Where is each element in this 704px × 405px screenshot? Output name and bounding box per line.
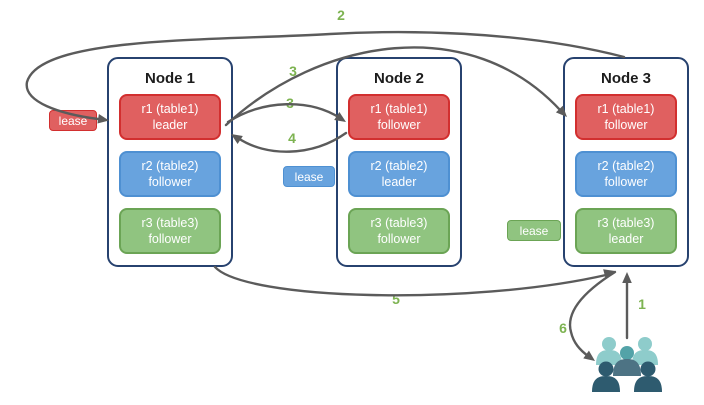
replica-role: follower: [377, 118, 421, 132]
node3-title: Node 3: [600, 70, 651, 87]
users-icon: [592, 337, 662, 392]
node3-r1-follower: r1 (table1) follower: [575, 94, 677, 140]
replica-name: r1 (table1): [597, 102, 655, 116]
step-label-5: 5: [392, 291, 400, 307]
step-label-6: 6: [559, 320, 567, 336]
replica-name: r2 (table2): [370, 159, 428, 173]
replica-role: follower: [604, 175, 648, 189]
replica-role: follower: [377, 232, 421, 246]
node1-r3-follower: r3 (table3) follower: [119, 208, 221, 254]
node1-title: Node 1: [144, 70, 195, 87]
node3-r2-follower: r2 (table2) follower: [575, 151, 677, 197]
person-icon: [634, 361, 662, 392]
node1-box: Node 1 r1 (table1) leader r2 (table2) fo…: [107, 57, 233, 267]
node2-title: Node 2: [373, 70, 424, 87]
arrow-step-6: [568, 270, 617, 358]
step-label-1: 1: [638, 296, 646, 312]
replica-name: r3 (table3): [597, 216, 655, 230]
node3-r3-leader: r3 (table3) leader: [575, 208, 677, 254]
person-icon: [596, 337, 622, 365]
node2-r1-follower: r1 (table1) follower: [348, 94, 450, 140]
arrowhead-step-1: [622, 272, 632, 283]
node2-r2-leader: r2 (table2) leader: [348, 151, 450, 197]
step-label-4: 4: [288, 130, 296, 146]
step-label-2: 2: [337, 7, 345, 23]
replica-name: r1 (table1): [141, 102, 199, 116]
arrowhead-step-6: [583, 350, 595, 361]
replica-name: r3 (table3): [370, 216, 428, 230]
step-label-3b: 3: [286, 95, 294, 111]
replica-role: follower: [604, 118, 648, 132]
lease-tag-red: lease: [49, 110, 97, 131]
replica-role: follower: [148, 175, 192, 189]
replica-name: r3 (table3): [141, 216, 199, 230]
replica-name: r1 (table1): [370, 102, 428, 116]
person-icon: [613, 346, 641, 376]
replica-role: leader: [381, 175, 417, 189]
replica-name: r2 (table2): [141, 159, 199, 173]
node2-box: Node 2 r1 (table1) follower r2 (table2) …: [336, 57, 462, 267]
lease-tag-blue: lease: [283, 166, 335, 187]
person-icon: [632, 337, 658, 365]
step-label-3a: 3: [289, 63, 297, 79]
replica-name: r2 (table2): [597, 159, 655, 173]
replica-role: follower: [148, 232, 192, 246]
node1-r1-leader: r1 (table1) leader: [119, 94, 221, 140]
node2-r3-follower: r3 (table3) follower: [348, 208, 450, 254]
replica-role: leader: [608, 232, 644, 246]
lease-tag-green: lease: [507, 220, 561, 241]
node3-box: Node 3 r1 (table1) follower r2 (table2) …: [563, 57, 689, 267]
arrowhead-step-5: [603, 269, 615, 279]
person-icon: [592, 361, 620, 392]
node1-r2-follower: r2 (table2) follower: [119, 151, 221, 197]
replica-role: leader: [152, 118, 188, 132]
arrow-step-5: [213, 265, 608, 297]
